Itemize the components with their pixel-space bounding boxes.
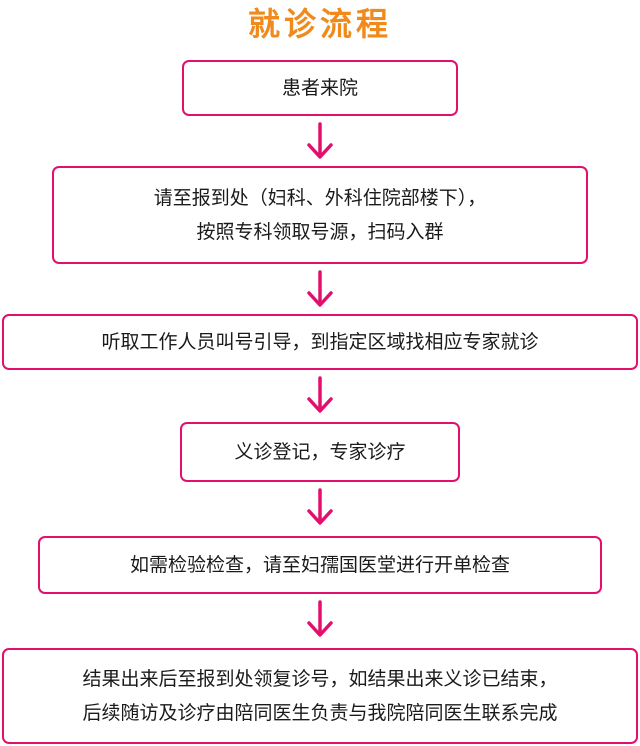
step-6-box: 结果出来后至报到处领复诊号，如结果出来义诊已结束， 后续随访及诊疗由陪同医生负责… — [2, 648, 638, 744]
arrow-down-icon — [305, 270, 335, 310]
arrow-down-icon — [305, 376, 335, 416]
diagram-title: 就诊流程 — [247, 5, 392, 43]
arrow-down-icon — [305, 122, 335, 162]
arrow-down-icon — [305, 600, 335, 640]
step-4-box: 义诊登记，专家诊疗 — [180, 422, 460, 482]
step-3-line-1: 听取工作人员叫号引导，到指定区域找相应专家就诊 — [101, 331, 539, 353]
step-1-box: 患者来院 — [182, 60, 458, 116]
step-1-line-1: 患者来院 — [281, 77, 358, 99]
step-2-box: 请至报到处（妇科、外科住院部楼下）， 按照专科领取号源，扫码入群 — [52, 166, 588, 264]
step-2-line-2: 按照专科领取号源，扫码入群 — [196, 221, 444, 243]
step-5-box: 如需检验检查，请至妇孺国医堂进行开单检查 — [38, 536, 602, 594]
arrow-down-icon — [305, 488, 335, 528]
step-3-box: 听取工作人员叫号引导，到指定区域找相应专家就诊 — [2, 314, 638, 370]
step-6-line-1: 结果出来后至报到处领复诊号，如结果出来义诊已结束， — [82, 668, 558, 690]
step-5-line-1: 如需检验检查，请至妇孺国医堂进行开单检查 — [129, 554, 510, 576]
step-2-line-1: 请至报到处（妇科、外科住院部楼下）， — [153, 187, 487, 209]
step-6-line-2: 后续随访及诊疗由陪同医生负责与我院陪同医生联系完成 — [82, 702, 558, 724]
step-4-line-1: 义诊登记，专家诊疗 — [234, 441, 406, 463]
